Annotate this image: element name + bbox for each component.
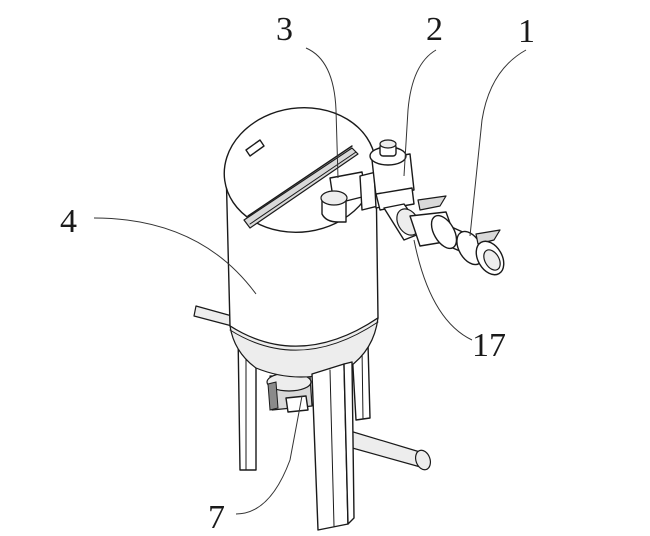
tank: [223, 106, 379, 378]
label-bottom-outlet: 7: [208, 499, 225, 536]
bottom-outlet: [266, 372, 313, 413]
leader-lines: [93, 47, 527, 515]
pipe-assembly: [320, 139, 505, 276]
label-connector: 17: [472, 327, 506, 364]
cross-pipe: [193, 305, 432, 471]
label-tank: 4: [60, 203, 77, 240]
label-pipe-assembly: 1: [518, 13, 535, 50]
label-valve: 2: [426, 11, 443, 48]
label-elbow-fitting: 3: [276, 11, 293, 48]
front-leg: [311, 361, 355, 531]
